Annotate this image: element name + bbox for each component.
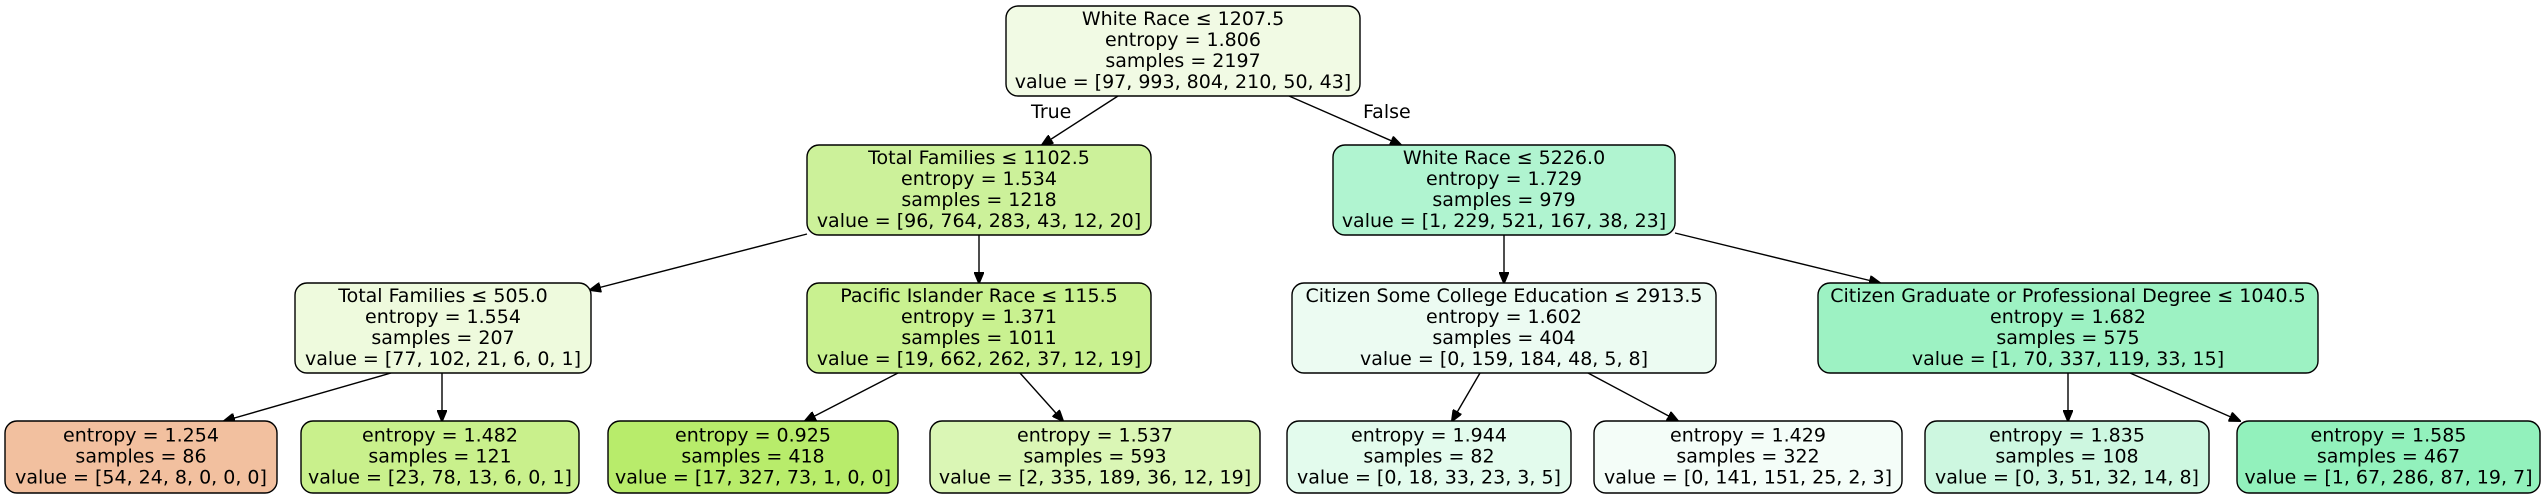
node-line: entropy = 1.729 [1426, 168, 1582, 190]
edge-n4-n9 [805, 372, 899, 421]
node-box [2236, 420, 2541, 494]
node-line: entropy = 1.944 [1351, 425, 1507, 447]
node-line: value = [54, 24, 8, 0, 0, 0] [15, 467, 267, 489]
node-line: samples = 2197 [1105, 50, 1260, 72]
node-line: value = [2, 335, 189, 36, 12, 19] [939, 467, 1251, 489]
node-line: Total Families ≤ 505.0 [337, 285, 548, 307]
node-line: entropy = 1.371 [901, 306, 1057, 328]
edge-n3-n7 [224, 372, 392, 421]
node-box [806, 144, 1152, 236]
node-line: samples = 575 [1996, 327, 2139, 349]
edge-label-false: False [1363, 101, 1411, 123]
node-line: samples = 1011 [901, 327, 1056, 349]
node-line: value = [77, 102, 21, 6, 0, 1] [305, 348, 581, 370]
node-line: entropy = 1.602 [1426, 306, 1582, 328]
node-line: samples = 108 [1995, 446, 2138, 468]
tree-node-n5: Citizen Some College Education ≤ 2913.5e… [1291, 282, 1717, 374]
edge-label-true: True [1030, 101, 1071, 123]
node-line: Citizen Graduate or Professional Degree … [1830, 285, 2305, 307]
edge-n5-n11 [1452, 372, 1481, 421]
node-line: value = [97, 993, 804, 210, 50, 43] [1015, 71, 1351, 93]
tree-node-n6: Citizen Graduate or Professional Degree … [1817, 282, 2319, 374]
node-box [294, 282, 592, 374]
edge-n6-n14 [2129, 372, 2240, 421]
node-line: entropy = 1.835 [1989, 425, 2145, 447]
node-box [1286, 420, 1572, 494]
node-line: samples = 404 [1432, 327, 1575, 349]
node-box [806, 282, 1152, 374]
node-line: value = [17, 327, 73, 1, 0, 0] [615, 467, 891, 489]
node-line: value = [0, 18, 33, 23, 3, 5] [1297, 467, 1561, 489]
node-line: Citizen Some College Education ≤ 2913.5 [1306, 285, 1703, 307]
node-line: samples = 121 [368, 446, 511, 468]
node-line: Total Families ≤ 1102.5 [867, 147, 1090, 169]
node-line: White Race ≤ 5226.0 [1403, 147, 1605, 169]
node-box [1332, 144, 1676, 236]
edge-n1-n3 [590, 233, 808, 290]
node-line: samples = 467 [2317, 446, 2460, 468]
node-line: entropy = 1.585 [2311, 425, 2467, 447]
node-box [1817, 282, 2319, 374]
node-line: Pacific Islander Race ≤ 115.5 [840, 285, 1117, 307]
node-line: samples = 418 [681, 446, 824, 468]
node-line: White Race ≤ 1207.5 [1082, 8, 1284, 30]
node-box [4, 420, 278, 494]
node-line: value = [23, 78, 13, 6, 0, 1] [308, 467, 572, 489]
edge-root-n2 [1288, 95, 1401, 145]
node-box [607, 420, 899, 494]
node-line: value = [1, 229, 521, 167, 38, 23] [1342, 210, 1666, 232]
node-line: entropy = 1.537 [1017, 425, 1173, 447]
edge-n5-n12 [1587, 372, 1678, 421]
node-line: value = [96, 764, 283, 43, 12, 20] [817, 210, 1141, 232]
node-line: value = [0, 159, 184, 48, 5, 8] [1360, 348, 1648, 370]
node-box [1593, 420, 1903, 494]
node-line: entropy = 1.806 [1105, 29, 1261, 51]
node-line: entropy = 1.534 [901, 168, 1057, 190]
node-line: samples = 979 [1432, 189, 1575, 211]
node-line: entropy = 1.554 [365, 306, 521, 328]
node-line: entropy = 1.482 [362, 425, 518, 447]
node-line: samples = 207 [371, 327, 514, 349]
node-line: value = [0, 141, 151, 25, 2, 3] [1604, 467, 1892, 489]
node-line: value = [19, 662, 262, 37, 12, 19] [817, 348, 1141, 370]
edge-root-n1 [1042, 95, 1119, 145]
node-box [1924, 420, 2210, 494]
node-line: samples = 86 [75, 446, 206, 468]
node-line: entropy = 0.925 [675, 425, 831, 447]
edge-n2-n6 [1674, 232, 1880, 283]
edge-n4-n10 [1019, 372, 1063, 421]
node-line: entropy = 1.429 [1670, 425, 1826, 447]
node-box [1291, 282, 1717, 374]
node-line: samples = 1218 [901, 189, 1056, 211]
node-line: value = [0, 3, 51, 32, 14, 8] [1935, 467, 2199, 489]
node-line: samples = 593 [1023, 446, 1166, 468]
edges: True False [224, 95, 2240, 421]
node-line: value = [1, 70, 337, 119, 33, 15] [1912, 348, 2224, 370]
node-line: samples = 322 [1676, 446, 1819, 468]
node-box [929, 420, 1261, 494]
node-line: entropy = 1.254 [63, 425, 219, 447]
node-line: samples = 82 [1363, 446, 1494, 468]
node-box [1005, 5, 1361, 97]
node-box [300, 420, 580, 494]
node-line: entropy = 1.682 [1990, 306, 2146, 328]
node-line: value = [1, 67, 286, 87, 19, 7] [2244, 467, 2532, 489]
